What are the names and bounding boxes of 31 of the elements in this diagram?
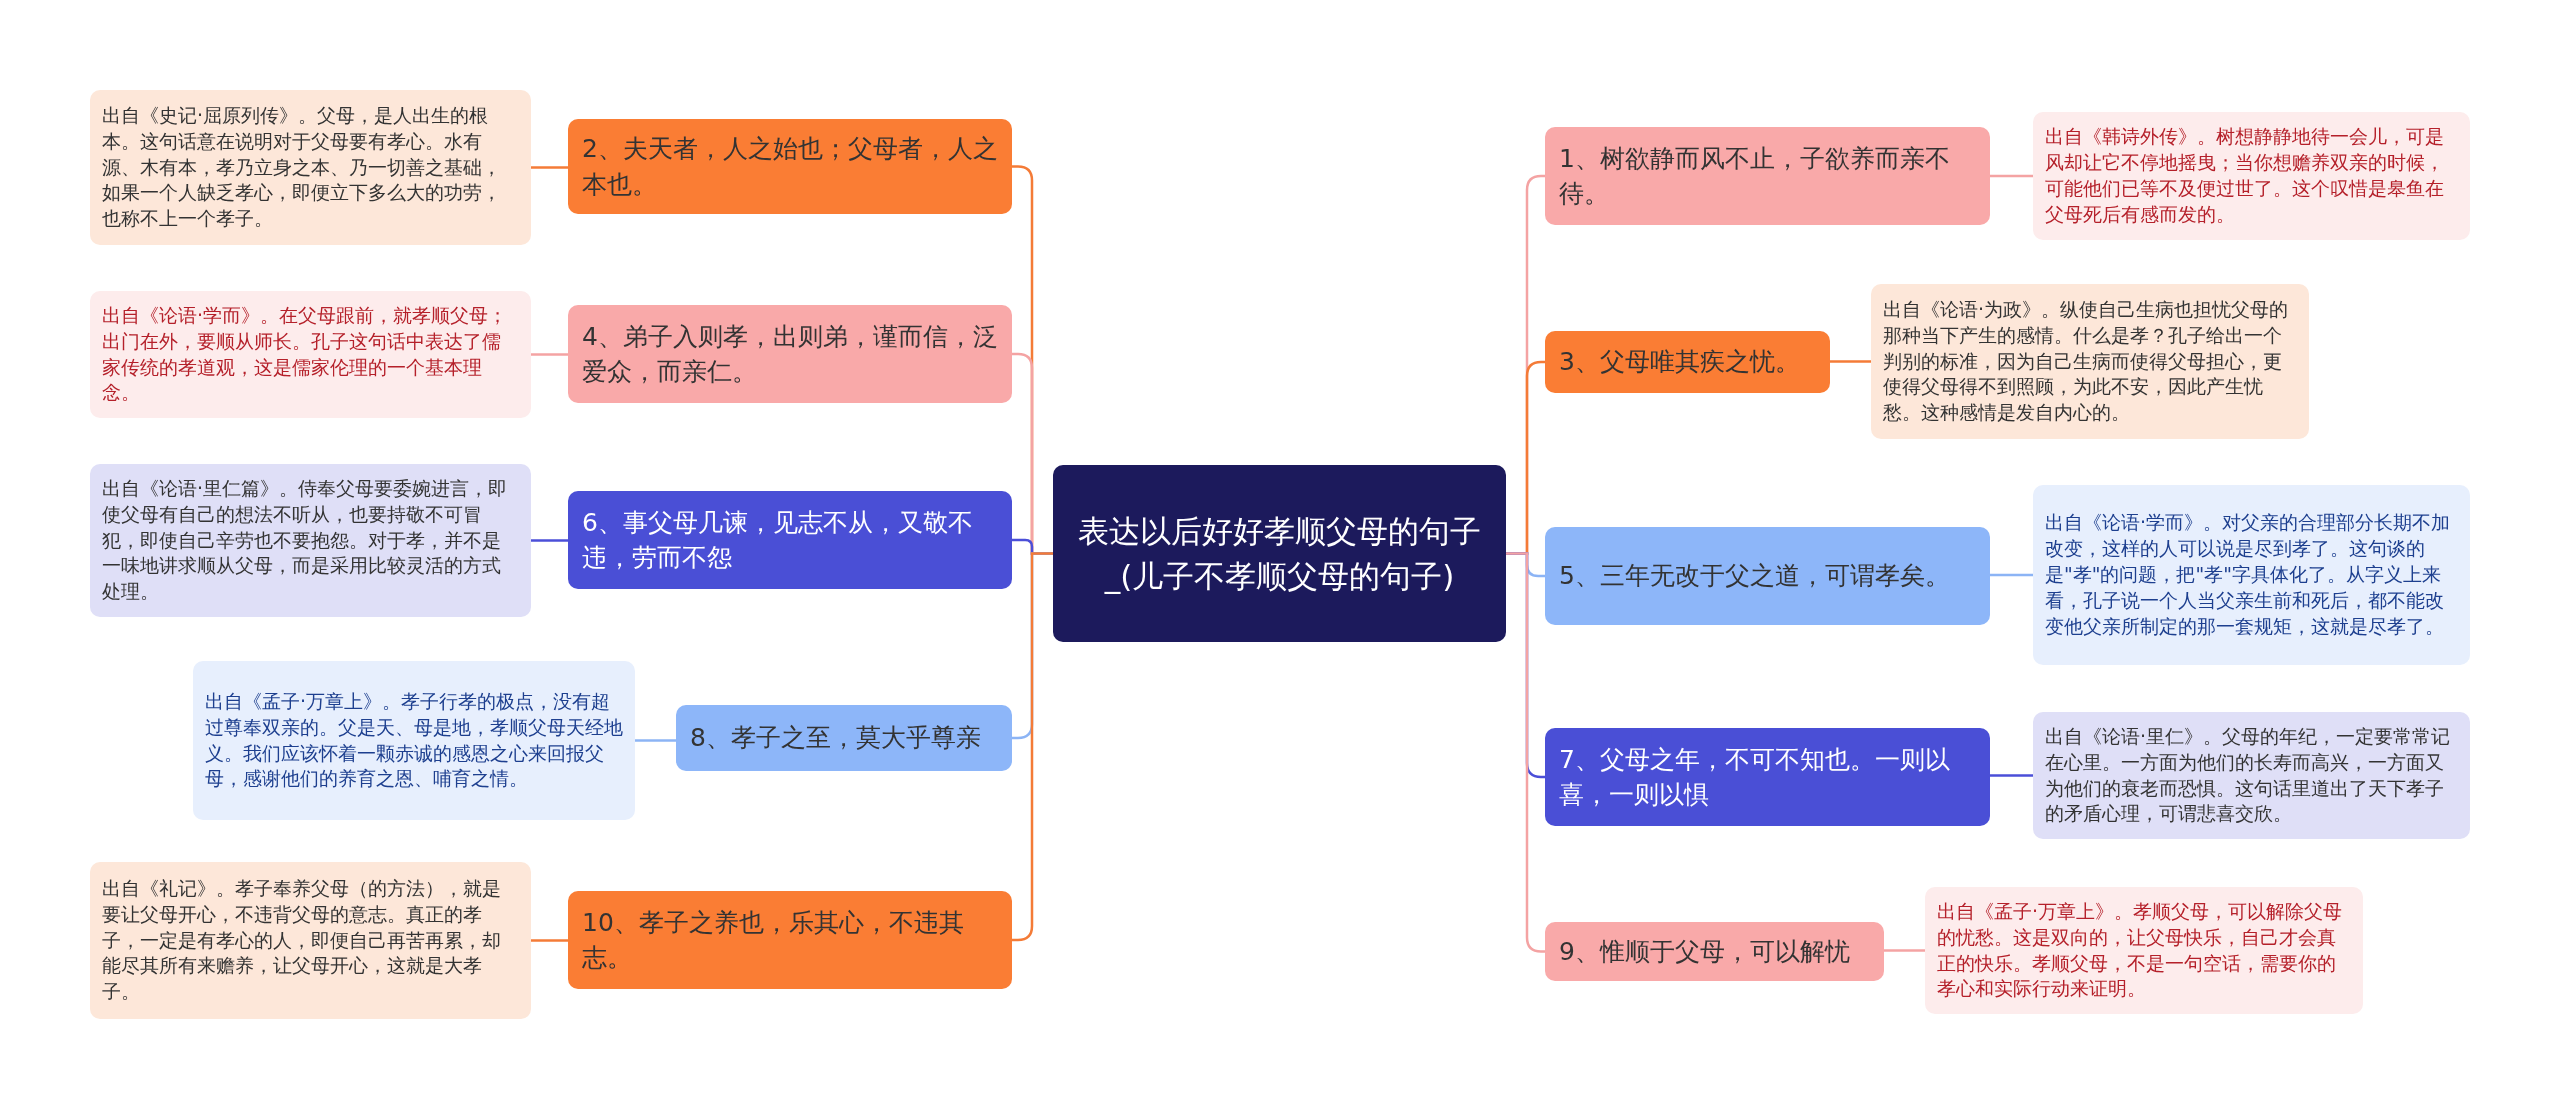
note-box: 出自《论语·里仁》。父母的年纪，一定要常常记在心里。一方面为他们的长寿而高兴，一方面又为他们的衰老而恐惧。这句话里道出了天下孝子的矛盾心理，可谓悲喜交欣。 xyxy=(2033,712,2470,839)
topic-box: 10、孝子之养也，乐其心，不违其志。 xyxy=(568,891,1012,989)
connector-line xyxy=(531,166,568,169)
connector-line xyxy=(1884,949,1925,952)
topic-box: 5、三年无改于父之道，可谓孝矣。 xyxy=(1545,527,1990,625)
connector-line xyxy=(531,939,568,942)
note-box: 出自《论语·里仁篇》。侍奉父母要委婉进言，即使父母有自己的想法不听从，也要持敬不可冒犯，即使自己辛劳也不要抱怨。对于孝，并不是一味地讲求顺从父母，而是采用比较灵活的方式处理。 xyxy=(90,464,531,617)
topic-box: 7、父母之年，不可不知也。一则以喜，一则以惧 xyxy=(1545,728,1990,826)
connector-line xyxy=(531,353,568,356)
topic-box: 3、父母唯其疾之忧。 xyxy=(1545,331,1830,393)
connector-line xyxy=(531,539,568,542)
central-topic-box: 表达以后好好孝顺父母的句子_(儿子不孝顺父母的句子) xyxy=(1053,465,1506,642)
note-box: 出自《孟子·万章上》。孝子行孝的极点，没有超过尊奉双亲的。父是天、母是地，孝顺父母天经地义。我们应该怀着一颗赤诚的感恩之心来回报父母，感谢他们的养育之恩、哺育之情。 xyxy=(193,661,635,820)
connector-line xyxy=(1990,174,2033,178)
topic-box: 6、事父母几谏，见志不从，又敬不违，劳而不怨 xyxy=(568,491,1012,589)
topic-box: 8、孝子之至，莫大乎尊亲 xyxy=(676,705,1012,771)
topic-box: 2、夫天者，人之始也；父母者，人之本也。 xyxy=(568,119,1012,214)
note-box: 出自《论语·学而》。对父亲的合理部分长期不加改变，这样的人可以说是尽到孝了。这句谈的是"孝"的问题，把"孝"字具体化了。从字义上来看，孔子说一个人当父亲生前和死后，都不能改变他父亲所制定的那一套规矩，这就是尽孝了。 xyxy=(2033,485,2470,665)
connector-line xyxy=(1990,774,2033,777)
connector-line xyxy=(635,739,676,742)
connector-line xyxy=(1990,573,2033,577)
note-box: 出自《韩诗外传》。树想静静地待一会儿，可是风却让它不停地摇曳；当你想赡养双亲的时候，可能他们已等不及便过世了。这个叹惜是皋鱼在父母死后有感而发的。 xyxy=(2033,112,2470,240)
note-box: 出自《孟子·万章上》。孝顺父母，可以解除父母的忧愁。这是双向的，让父母快乐，自己才会真正的快乐。孝顺父母，不是一句空话，需要你的孝心和实际行动来证明。 xyxy=(1925,887,2363,1014)
note-box: 出自《论语·为政》。纵使自己生病也担忧父母的那种当下产生的感情。什么是孝？孔子给出一个判别的标准，因为自己生病而使得父母担心，更使得父母得不到照顾，为此不安，因此产生忧愁。这种感情是发自内心的。 xyxy=(1871,284,2309,439)
topic-box: 9、惟顺于父母，可以解忧 xyxy=(1545,922,1884,981)
topic-box: 1、树欲静而风不止，子欲养而亲不待。 xyxy=(1545,127,1990,225)
connector-line xyxy=(1830,360,1871,363)
note-box: 出自《史记·屈原列传》。父母，是人出生的根本。这句话意在说明对于父母要有孝心。水有源、木有本，孝乃立身之本、乃一切善之基础，如果一个人缺乏孝心，即便立下多么大的功劳，也称不上一个孝子。 xyxy=(90,90,531,245)
note-box: 出自《礼记》。孝子奉养父母（的方法），就是要让父母开心，不违背父母的意志。真正的孝子，一定是有孝心的人，即便自己再苦再累，却能尽其所有来赡养，让父母开心，这就是大孝子。 xyxy=(90,862,531,1019)
topic-box: 4、弟子入则孝，出则弟，谨而信，泛爱众，而亲仁。 xyxy=(568,305,1012,403)
note-box: 出自《论语·学而》。在父母跟前，就孝顺父母；出门在外，要顺从师长。孔子这句话中表达了儒家传统的孝道观，这是儒家伦理的一个基本理念。 xyxy=(90,291,531,418)
